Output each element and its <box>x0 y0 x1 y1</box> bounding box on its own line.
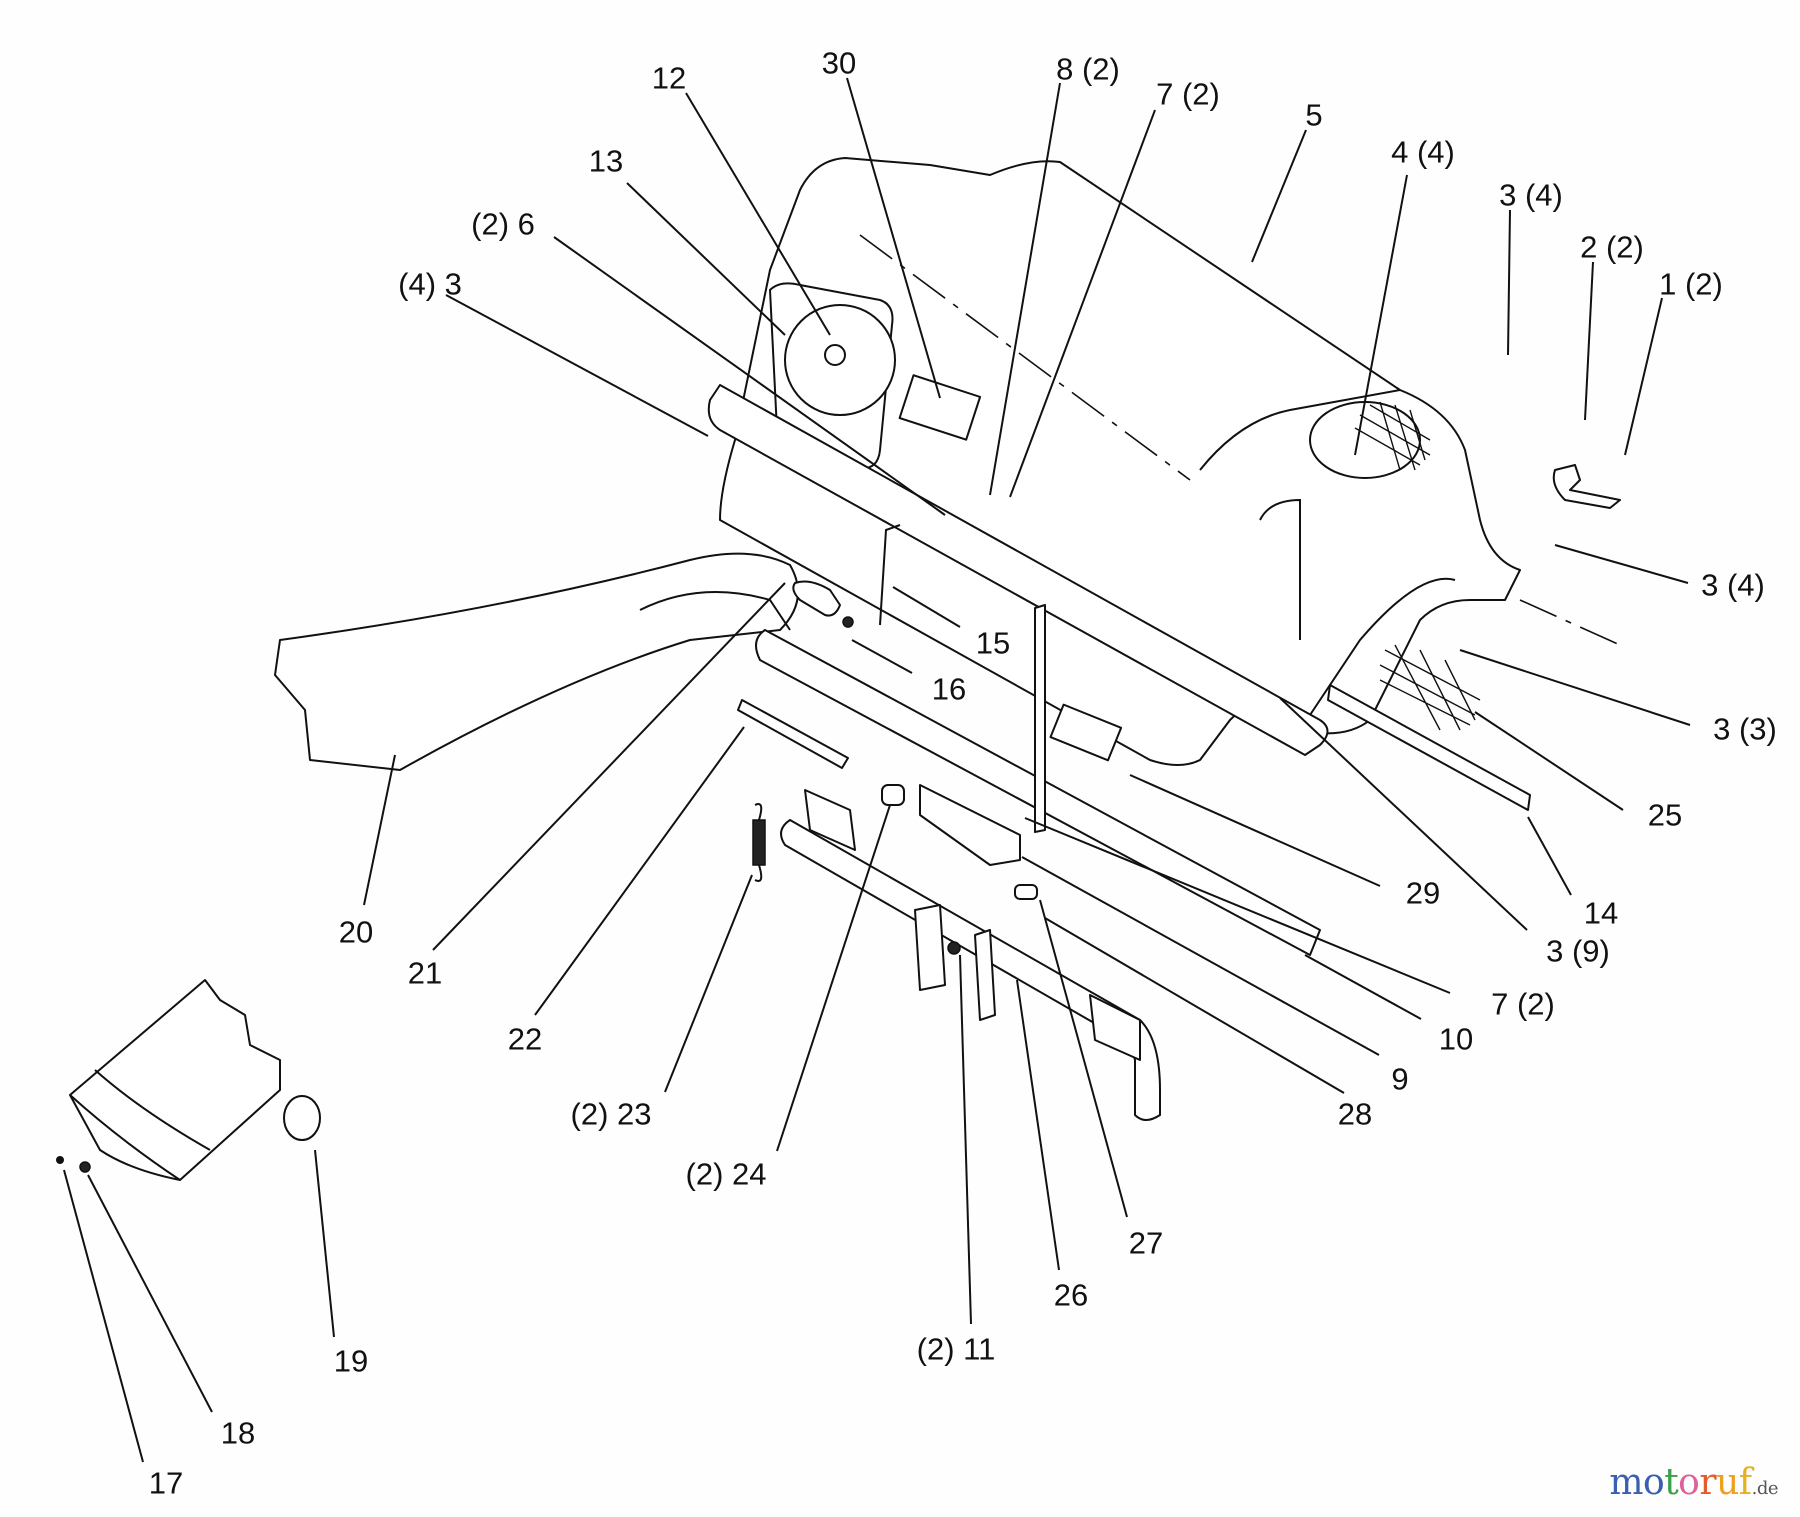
callout-7-bottom: 7 (2) <box>1491 986 1555 1022</box>
callout-23: (2) 23 <box>570 1096 652 1132</box>
callout-25: 25 <box>1647 797 1683 833</box>
discharge-chute-part-20 <box>274 552 799 771</box>
nut-icon <box>842 616 854 628</box>
callout-14: 14 <box>1583 895 1619 931</box>
decal-part-29 <box>1049 703 1123 762</box>
watermark-logo: motoruf.de <box>1609 1462 1778 1503</box>
hood-part-5 <box>719 157 1621 766</box>
watermark-letter: r <box>1699 1462 1717 1503</box>
callout-9: 9 <box>1391 1061 1409 1097</box>
callout-30: 30 <box>821 45 857 81</box>
callout-2: 2 (2) <box>1580 229 1644 265</box>
rod-part-15 <box>879 524 901 626</box>
knob-part-21 <box>792 580 841 617</box>
callout-8: 8 (2) <box>1056 51 1120 87</box>
bracket-part-29 <box>1034 604 1046 833</box>
watermark-letter: f <box>1738 1462 1752 1503</box>
callout-24: (2) 24 <box>685 1156 767 1192</box>
callout-3-nine: 3 (9) <box>1546 933 1610 969</box>
rear-strip-part-14 <box>1327 684 1531 811</box>
callout-12: 12 <box>651 60 687 96</box>
callout-28: 28 <box>1337 1096 1373 1132</box>
callout-1: 1 (2) <box>1659 266 1723 302</box>
rear-grille-part-25 <box>1379 644 1481 731</box>
callout-4: 4 (4) <box>1391 134 1455 170</box>
callout-3-top: 3 (4) <box>1499 177 1563 213</box>
chute-end-cap-assembly <box>56 979 321 1181</box>
watermark-suffix: .de <box>1751 1478 1779 1499</box>
callout-19: 19 <box>333 1343 369 1379</box>
callout-5: 5 <box>1305 97 1323 133</box>
watermark-letter: o <box>1678 1462 1700 1503</box>
callout-3-right: 3 (4) <box>1701 567 1765 603</box>
spring-part-23 <box>752 803 766 882</box>
callout-18: 18 <box>220 1415 256 1451</box>
handle-tube-part-26 <box>780 789 1161 1121</box>
leader-lines <box>63 77 1691 1463</box>
callout-29: 29 <box>1405 875 1441 911</box>
callout-11: (2) 11 <box>916 1331 996 1367</box>
chute-frame-part-13 <box>769 282 896 470</box>
rod-part-22 <box>737 699 849 769</box>
callout-17: 17 <box>148 1465 184 1501</box>
callout-21: 21 <box>407 955 443 991</box>
callout-15: 15 <box>975 625 1011 661</box>
callout-7-top: 7 (2) <box>1156 76 1220 112</box>
decal-part-30 <box>898 374 982 441</box>
callout-20: 20 <box>338 914 374 950</box>
callout-3-left: (4) 3 <box>398 266 462 302</box>
hinge-clip-part-2 <box>1552 464 1621 509</box>
vent-grille-part-4 <box>1309 401 1431 479</box>
watermark-letter: u <box>1716 1462 1739 1503</box>
callout-22: 22 <box>507 1021 543 1057</box>
callout-13: 13 <box>588 143 624 179</box>
watermark-letter: o <box>1643 1462 1665 1503</box>
callout-3-three: 3 (3) <box>1713 711 1777 747</box>
callout-27: 27 <box>1128 1225 1164 1261</box>
front-bracket-bar <box>707 384 1329 756</box>
callout-6: (2) 6 <box>471 206 535 242</box>
watermark-letter: m <box>1609 1462 1644 1503</box>
callout-10: 10 <box>1438 1021 1474 1057</box>
callout-16: 16 <box>931 671 967 707</box>
latch-assembly <box>914 784 1038 1021</box>
spacer-part-24 <box>881 784 905 806</box>
watermark-letter: t <box>1664 1462 1679 1503</box>
callout-26: 26 <box>1053 1277 1089 1313</box>
